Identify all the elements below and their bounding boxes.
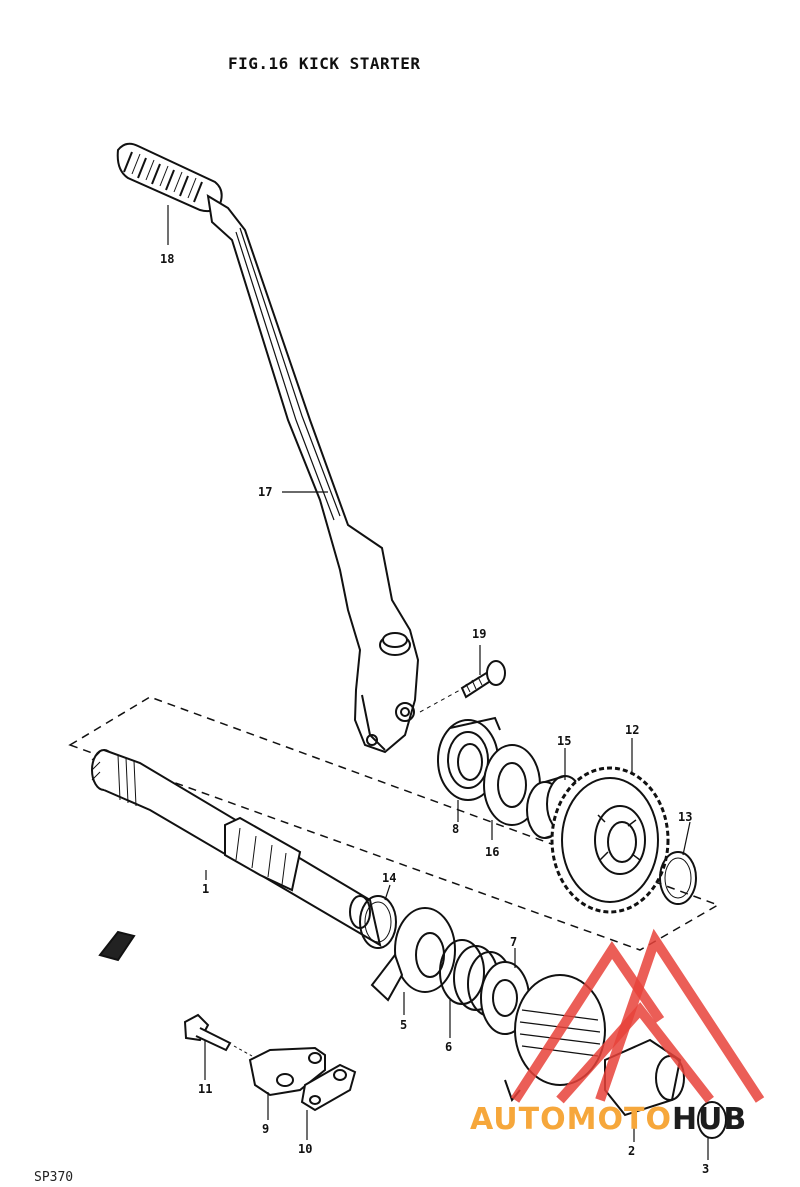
watermark-text-part1: AUTOMOTO [470, 1102, 672, 1137]
callout-15: 15 [557, 734, 572, 748]
part-3-clip [697, 1101, 727, 1139]
part-8-oil-seal [437, 716, 501, 801]
figure-title: FIG.16 KICK STARTER [228, 54, 421, 73]
callout-9: 9 [262, 1122, 270, 1136]
callout-13: 13 [678, 810, 693, 824]
callout-2: 2 [628, 1144, 636, 1158]
callout-6: 6 [445, 1040, 453, 1054]
callout-14: 14 [382, 871, 397, 885]
callout-11: 11 [198, 1082, 213, 1096]
leader-lines [167, 205, 709, 1160]
watermark-logo [510, 928, 765, 1104]
part-1-kick-shaft [91, 749, 382, 948]
part-16-washer [483, 744, 541, 826]
callout-5: 5 [400, 1018, 408, 1032]
callout-17: 17 [258, 485, 273, 499]
part-17-kick-lever [206, 194, 420, 754]
part-12-kick-gear [550, 766, 670, 914]
part-18-kick-rubber [116, 142, 223, 213]
callout-8: 8 [452, 822, 460, 836]
callout-19: 19 [472, 627, 487, 641]
callout-16: 16 [485, 845, 500, 859]
callout-10: 10 [298, 1142, 313, 1156]
direction-arrow-icon [98, 930, 136, 962]
part-13-circlip [659, 851, 697, 905]
callout-18: 18 [160, 252, 175, 266]
part-10-plate [300, 1063, 357, 1112]
watermark-text: AUTOMOTOHUB [470, 1102, 747, 1137]
part-19-bolt [419, 660, 506, 713]
part-11-bolt [183, 1013, 253, 1057]
watermark-text-part2: HUB [671, 1102, 748, 1137]
part-14-circlip [359, 895, 397, 949]
callout-1: 1 [202, 882, 210, 896]
assembly-boundary-dashed [68, 696, 720, 951]
callout-7: 7 [510, 935, 518, 949]
callout-12: 12 [625, 723, 640, 737]
callout-3: 3 [702, 1162, 710, 1176]
drawing-code: SP370 [34, 1170, 74, 1185]
